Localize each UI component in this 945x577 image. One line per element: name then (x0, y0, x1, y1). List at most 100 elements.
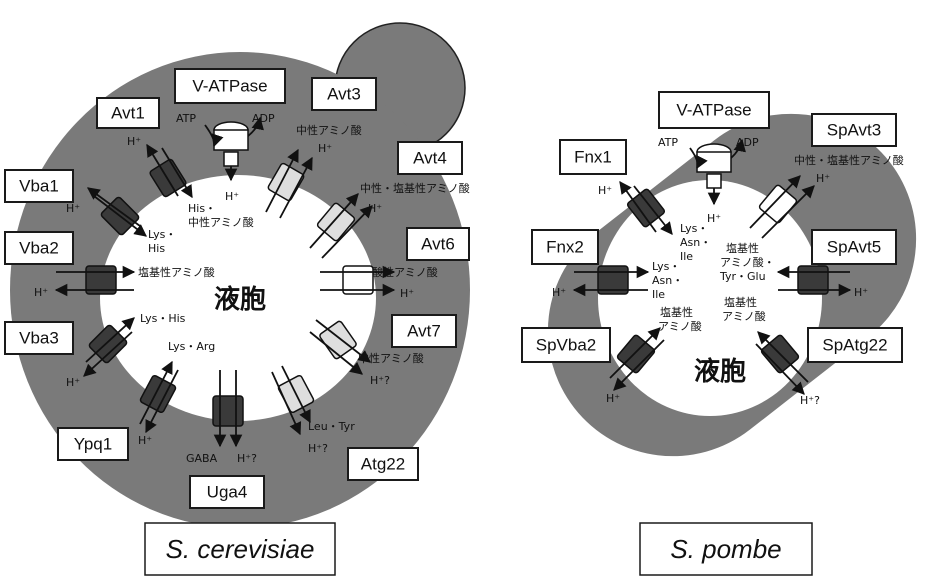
sp-spatg22-sub2: アミノ酸 (722, 309, 766, 323)
sp-vatpase: V-ATPase ATP ADP H⁺ (658, 91, 770, 225)
sp-spavt3-h: H⁺ (816, 172, 830, 185)
sc-avt4-transporter (316, 202, 356, 242)
sc-avt6-transporter (342, 265, 374, 295)
sc-vba3: Vba3 Lys・His H⁺ (4, 312, 186, 389)
sc-vatpase-body (213, 129, 249, 151)
sp-fnx1-sub2: Asn・ (680, 236, 711, 249)
sc-avt4-sub: 中性・塩基性アミノ酸 (360, 181, 470, 195)
sc-avt1-sub1: His・ (188, 202, 216, 215)
sc-avt1: Avt1 H⁺ His・ 中性アミノ酸 (96, 97, 254, 229)
sc-ypq1-h: H⁺ (138, 434, 152, 447)
sp-fnx2-h: H⁺ (552, 286, 566, 299)
sp-spavt5-sub1: 塩基性 (726, 241, 759, 255)
sp-fnx2: Fnx2 Lys・ Asn・ Ile H⁺ (531, 229, 683, 301)
sp-vatpase-stalk (706, 173, 722, 189)
sp-fnx1-sub3: Ile (680, 250, 693, 263)
sp-fnx2-sub2: Asn・ (652, 274, 683, 287)
sp-spatg22-sub-arrow (757, 331, 809, 383)
sp-vatpase-body (696, 151, 732, 173)
sc-avt1-label-box (96, 97, 160, 129)
sc-avt7-h-arrow (309, 331, 363, 375)
sp-spvba2-label: SpVba2 (536, 336, 597, 355)
sc-title-box (144, 522, 336, 576)
sc-avt4-label-box (397, 141, 463, 175)
sp-spatg22-h: H⁺? (800, 394, 820, 407)
sp-spvba2-sub-arrow (609, 327, 661, 379)
sc-ypq1-sub: Lys・Arg (168, 340, 215, 353)
sp-vatpase-atp-arrow (689, 147, 708, 170)
sc-atg22: Atg22 Leu・Tyr H⁺? (271, 365, 419, 481)
sc-cell: 液胞 (10, 22, 470, 528)
sp-fnx1: Fnx1 H⁺ Lys・ Asn・ Ile (559, 139, 711, 263)
sp-spatg22-label-box (807, 327, 903, 363)
sp-spvba2-label-box (521, 327, 611, 363)
sc-avt4-sub-arrow (309, 193, 359, 249)
sc-avt6-label-box (406, 227, 470, 261)
sc-vba2: Vba2 塩基性アミノ酸 H⁺ (4, 231, 215, 299)
sp-spavt5-transporter (797, 265, 829, 295)
sc-vatpase-adp-arrow (247, 116, 264, 137)
sp-vatpase-adp-arrow (730, 138, 746, 159)
sc-atg22-sub: Leu・Tyr (308, 420, 355, 433)
sp-fnx2-label: Fnx2 (546, 238, 584, 257)
sc-vba2-h: H⁺ (34, 286, 48, 299)
sc-vba1: Vba1 Lys・ His H⁺ (4, 169, 176, 255)
sc-atg22-label: Atg22 (361, 455, 405, 474)
sc-vatpase-atp-arrow (204, 124, 224, 148)
sp-spvba2-sub2: アミノ酸 (658, 319, 702, 333)
sc-vba1-sub-arrow (93, 195, 147, 237)
sp-title-box (639, 522, 813, 576)
sc-atg22-h: H⁺? (308, 442, 328, 455)
sc-avt1-sub2: 中性アミノ酸 (188, 215, 254, 229)
sc-ypq1-h-arrow (145, 369, 179, 434)
sc-avt7-sub: 中性アミノ酸 (358, 351, 424, 365)
sc-vba1-label: Vba1 (19, 177, 59, 196)
sc-vba1-sub2: His (148, 242, 165, 255)
sp-spavt5-label: SpAvt5 (827, 238, 882, 257)
sp-spavt3: SpAvt3 中性・塩基性アミノ酸 H⁺ (749, 113, 904, 239)
sp-spvba2-h-arrow (613, 339, 665, 391)
sp-spavt5: SpAvt5 塩基性 アミノ酸・ Tyr・Glu H⁺ (719, 229, 897, 299)
sc-vatpase: V-ATPase ATP ADP H⁺ (174, 68, 286, 203)
sc-avt7-sub-arrow (315, 319, 371, 363)
sp-spavt5-label-box (811, 229, 897, 265)
sc-vba1-sub1: Lys・ (148, 228, 176, 241)
sp-fnx1-transporter (626, 188, 666, 228)
sc-avt6-label: Avt6 (421, 235, 455, 254)
sc-uga4-label-box (189, 475, 265, 509)
sc-avt6-h: H⁺ (400, 287, 414, 300)
sp-spatg22-h-arrow (755, 343, 805, 395)
sp-spatg22: SpAtg22 塩基性 アミノ酸 H⁺? (722, 295, 903, 407)
sc-avt3-label: Avt3 (327, 85, 361, 104)
sc-vba1-h: H⁺ (66, 202, 80, 215)
sp-vacuole-label: 液胞 (694, 356, 746, 387)
sp-vatpase-label-box (658, 91, 770, 129)
sc-uga4: Uga4 GABA H⁺? (186, 370, 265, 509)
sc-avt4: Avt4 中性・塩基性アミノ酸 H⁺ (309, 141, 470, 259)
sc-ypq1-label-box (57, 427, 129, 461)
sc-uga4-transporter (212, 395, 244, 427)
sp-spatg22-sub1: 塩基性 (724, 295, 757, 309)
sp-spvba2-sub1: 塩基性 (660, 305, 693, 319)
sp-fnx1-sub-arrow (633, 185, 673, 235)
sc-avt1-label: Avt1 (111, 104, 145, 123)
sp-fnx1-h-arrow (619, 180, 657, 233)
sc-avt1-h: H⁺ (127, 135, 141, 148)
sc-uga4-h: H⁺? (237, 452, 257, 465)
sc-avt4-label: Avt4 (413, 149, 447, 168)
sc-avt3: Avt3 中性アミノ酸 H⁺ (265, 77, 377, 219)
sp-fnx1-sub1: Lys・ (680, 222, 708, 235)
sc-vatpase-h: H⁺ (225, 190, 239, 203)
sp-spavt3-label: SpAvt3 (827, 121, 882, 140)
sc-vba3-sub: Lys・His (140, 312, 186, 325)
sc-atg22-label-box (347, 447, 419, 481)
sp-spavt3-h-arrow (761, 185, 815, 239)
sp-spvba2-h: H⁺ (606, 392, 620, 405)
sp-spvba2: SpVba2 塩基性 アミノ酸 H⁺ (521, 305, 702, 405)
sc-avt7-label-box (391, 314, 457, 348)
sc-ypq1-transporter (139, 374, 177, 414)
sc-avt1-sub-arrow (161, 147, 193, 199)
sc-vba3-label-box (4, 321, 74, 355)
sc-uga4-sub: GABA (186, 452, 218, 465)
